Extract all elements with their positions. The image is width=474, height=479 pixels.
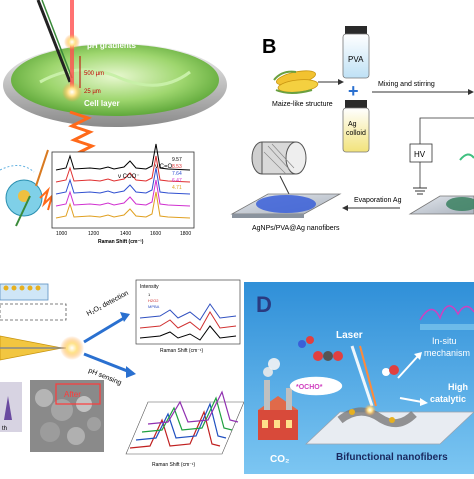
nanofiber-substrate-right bbox=[408, 195, 474, 215]
probe-fiber bbox=[41, 0, 73, 79]
spinneret-jet bbox=[459, 153, 474, 161]
mixing-label: Mixing and stirring bbox=[378, 81, 435, 88]
nanofiber-substrate-left bbox=[230, 193, 342, 218]
maize-label: Maize-like structure bbox=[272, 101, 333, 108]
ph-gradients-label: pH gradients bbox=[87, 41, 136, 50]
inset-legend-3: MPBA bbox=[148, 304, 160, 309]
cell-dashed-arc bbox=[0, 165, 35, 173]
arrow-h2o2 bbox=[83, 316, 125, 344]
panel-b: B Maize-like structure PVA + Ag colloid … bbox=[230, 26, 474, 232]
raman-spectra-chart: ν COO⁻ ν C=O 9.57 8.53 7.64 6.47 4.71 10… bbox=[51, 143, 195, 245]
high-label-1: High bbox=[448, 382, 468, 392]
sem-strip bbox=[0, 382, 22, 432]
small-th-label: th bbox=[2, 426, 7, 432]
x-tick-1600: 1600 bbox=[150, 231, 161, 237]
panel-d-letter: D bbox=[256, 292, 272, 317]
nanofiber-roll-icon bbox=[251, 141, 307, 175]
ag-label-2: colloid bbox=[346, 130, 366, 137]
spectrum-trace-1 bbox=[55, 143, 191, 171]
x-tick-1200: 1200 bbox=[88, 231, 99, 237]
ocho-label: *OCHO* bbox=[296, 384, 323, 391]
cell-nucleus bbox=[18, 190, 30, 202]
bifunctional-label: Bifunctional nanofibers bbox=[336, 452, 448, 463]
spectrum-trace-3 bbox=[55, 167, 191, 195]
legend-item-5: 4.71 bbox=[172, 185, 182, 191]
high-label-2: catalytic bbox=[430, 394, 466, 404]
glow-starburst bbox=[60, 336, 84, 360]
plus-sign: + bbox=[348, 81, 359, 101]
spectrum-trace-5 bbox=[55, 191, 191, 219]
pva-label: PVA bbox=[348, 55, 364, 64]
cell-layer-label: Cell layer bbox=[84, 99, 120, 108]
panel-a: pH gradients 500 µm 25 µm Cell layer ν C… bbox=[0, 0, 227, 245]
ph-waterfall-plot: Raman Shift (cm⁻¹) bbox=[125, 390, 245, 468]
legend-item-1: 9.57 bbox=[172, 157, 182, 163]
dish-highlight bbox=[39, 68, 191, 87]
inset-legend-1: 1 bbox=[148, 292, 151, 297]
nanofiber-sheet bbox=[304, 411, 474, 445]
ag-colloid-vial bbox=[342, 100, 370, 153]
dashed-box bbox=[0, 303, 67, 321]
x-tick-1000: 1000 bbox=[56, 231, 67, 237]
ocho-bubble bbox=[289, 376, 343, 396]
glow-spot-top bbox=[64, 34, 80, 50]
evaporation-label: Evaporation Ag bbox=[354, 197, 402, 204]
arrow-catalytic bbox=[399, 397, 423, 403]
insitu-spectrum bbox=[419, 305, 474, 321]
panel-d-background bbox=[244, 282, 474, 474]
small-zigzag bbox=[39, 186, 55, 211]
panel-b-letter: B bbox=[262, 36, 276, 58]
co2-label: CO₂ bbox=[270, 454, 289, 465]
probe-needle bbox=[36, 0, 72, 83]
arrow-insitu bbox=[397, 355, 419, 379]
chart-legend: 9.57 8.53 7.64 6.47 4.71 bbox=[172, 157, 182, 191]
factory-icon bbox=[258, 358, 298, 440]
purple-shape bbox=[4, 396, 12, 420]
laser-label: Laser bbox=[336, 330, 363, 341]
x-axis-label: Raman Shift (cm⁻¹) bbox=[98, 239, 144, 245]
x-tick-1400: 1400 bbox=[120, 231, 131, 237]
insitu-label-1: In-situ bbox=[432, 336, 457, 346]
hv-wire-top bbox=[419, 117, 474, 144]
pva-vial bbox=[342, 26, 370, 79]
molecules bbox=[298, 336, 399, 376]
distance-25-label: 25 µm bbox=[84, 89, 101, 95]
arrow-roll bbox=[279, 175, 291, 197]
arrow-ph bbox=[83, 352, 131, 374]
ag-label-1: Ag bbox=[348, 121, 357, 128]
glow-spot-bottom bbox=[62, 82, 82, 102]
spectrum-trace-4 bbox=[55, 179, 191, 207]
inset-x-label: Raman Shift (cm⁻¹) bbox=[160, 348, 204, 354]
after-label: After bbox=[64, 390, 81, 399]
legend-item-2: 8.53 bbox=[172, 164, 182, 170]
legend-item-4: 6.47 bbox=[172, 178, 182, 184]
waterfall-x-label: Raman Shift (cm⁻¹) bbox=[152, 462, 196, 468]
hv-box bbox=[409, 143, 433, 163]
peak-co-label: ν C=O bbox=[155, 164, 173, 170]
insitu-label-2: mechanism bbox=[424, 348, 470, 358]
spectrum-trace-2 bbox=[55, 155, 191, 183]
intensity-label: Intensity bbox=[140, 284, 159, 290]
hv-label: HV bbox=[414, 150, 426, 159]
spectra-lines bbox=[55, 143, 191, 219]
laser-beam-d-2 bbox=[359, 345, 377, 407]
panel-d: D Laser In-situ mechanism High catalytic bbox=[244, 282, 474, 474]
probe-green bbox=[15, 195, 31, 227]
x-tick-1800: 1800 bbox=[180, 231, 191, 237]
panel-c: H₂O₂ detection pH sensing Intensity 1 H2… bbox=[0, 279, 245, 468]
probe-to-cell bbox=[35, 149, 49, 187]
legend-item-3: 7.64 bbox=[172, 171, 182, 177]
after-box bbox=[55, 383, 101, 405]
h2o2-spectra-inset: Intensity 1 H2O2 MPBA Raman Shift (cm⁻¹) bbox=[135, 279, 241, 354]
maize-icon bbox=[273, 70, 319, 94]
nanofibers-label: AgNPs/PVA@Ag nanofibers bbox=[252, 225, 340, 232]
peak-coo-label: ν COO⁻ bbox=[118, 174, 140, 180]
distance-500-label: 500 µm bbox=[84, 71, 104, 77]
raman-signal-zigzag bbox=[68, 110, 96, 156]
laser-beam-d bbox=[350, 345, 374, 407]
inset-legend-2: H2O2 bbox=[148, 298, 159, 303]
nanoparticle-row bbox=[3, 285, 41, 291]
